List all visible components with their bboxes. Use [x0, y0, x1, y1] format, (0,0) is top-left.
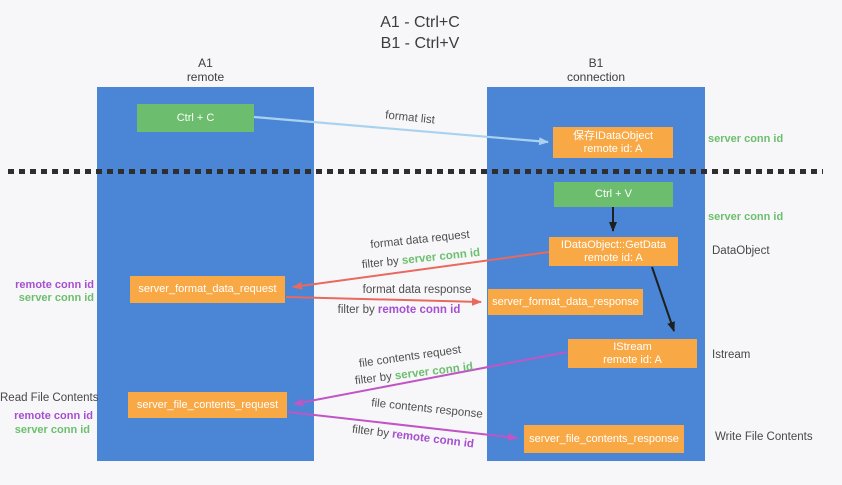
filter-by-remote-conn-id-label-2: filter by remote conn id: [351, 424, 474, 451]
remote-conn-id-value: remote conn id: [377, 304, 461, 316]
ctrl-c-node: Ctrl + C: [137, 104, 254, 132]
istream-annotation: Istream: [712, 349, 751, 361]
server-conn-id-annotation-top-left: server conn id: [18, 292, 94, 304]
title-line-1: A1 - Ctrl+C: [380, 14, 460, 31]
remote-conn-id-value: remote conn id: [391, 428, 475, 451]
server-conn-id-value: server conn id: [394, 360, 474, 383]
format-data-request-label: format data request: [369, 228, 471, 252]
server-format-data-response-label: server_format_data_response: [492, 295, 639, 308]
title-line-2: B1 - Ctrl+V: [380, 35, 460, 52]
server-file-contents-response-node: server_file_contents_response: [524, 425, 684, 453]
server-conn-id-annotation-top-right: server conn id: [708, 133, 784, 145]
istream-line1: IStream: [613, 340, 652, 353]
write-file-contents-annotation: Write File Contents: [715, 431, 813, 443]
filter-by-remote-conn-id-label-1: filter by remote conn id: [338, 304, 461, 316]
idataobject-getdata-node: IDataObject::GetData remote id: A: [549, 237, 678, 266]
filter-by-prefix: filter by: [354, 370, 396, 388]
istream-node: IStream remote id: A: [568, 339, 697, 368]
server-file-contents-request-label: server_file_contents_request: [136, 398, 279, 411]
istream-line2: remote id: A: [603, 353, 662, 366]
getdata-line2: remote id: A: [584, 251, 643, 264]
lane-a1-subtitle: remote: [186, 70, 225, 84]
file-contents-response-label: file contents response: [370, 397, 484, 421]
save-idataobject-node: 保存IDataObject remote id: A: [553, 127, 673, 158]
server-conn-id-value: server conn id: [401, 246, 481, 267]
copy-paste-divider-dotted-line: [8, 169, 823, 174]
server-format-data-request-node: server_format_data_request: [130, 276, 285, 303]
ctrl-c-label: Ctrl + C: [176, 111, 215, 124]
remote-conn-id-annotation-bottom-left: remote conn id: [14, 410, 93, 422]
remote-conn-id-annotation-top-left: remote conn id: [15, 279, 94, 291]
server-conn-id-annotation-bottom-left: server conn id: [14, 424, 90, 436]
diagram-title: A1 - Ctrl+C B1 - Ctrl+V: [300, 12, 540, 54]
save-idataobject-line2: remote id: A: [583, 142, 643, 155]
lane-b1-title: B1: [588, 56, 604, 70]
filter-by-server-conn-id-label-1: filter by server conn id: [361, 247, 480, 271]
filter-by-prefix: filter by: [337, 304, 378, 316]
server-conn-id-annotation-mid-right: server conn id: [708, 211, 784, 223]
getdata-line1: IDataObject::GetData: [560, 238, 667, 251]
server-format-data-request-label: server_format_data_request: [138, 283, 277, 295]
format-data-response-arrow: [285, 296, 482, 306]
ctrl-v-label: Ctrl + V: [595, 188, 632, 200]
format-list-label: format list: [384, 109, 436, 127]
server-format-data-response-node: server_format_data_response: [488, 289, 643, 315]
save-idataobject-line1: 保存IDataObject: [572, 129, 654, 142]
filter-by-prefix: filter by: [361, 255, 403, 272]
lane-header-a1-remote: A1 remote: [97, 56, 314, 84]
lane-a1-title: A1: [198, 56, 213, 70]
lane-header-b1-connection: B1 connection: [487, 56, 705, 84]
server-file-contents-response-label: server_file_contents_response: [529, 432, 679, 445]
filter-by-prefix: filter by: [351, 423, 393, 441]
format-data-response-label: format data response: [362, 284, 472, 296]
dataobject-annotation: DataObject: [712, 245, 770, 257]
server-file-contents-request-node: server_file_contents_request: [128, 392, 287, 418]
ctrl-v-node: Ctrl + V: [554, 182, 673, 207]
read-file-contents-annotation: Read File Contents: [0, 392, 99, 404]
lane-b1-subtitle: connection: [566, 70, 626, 84]
